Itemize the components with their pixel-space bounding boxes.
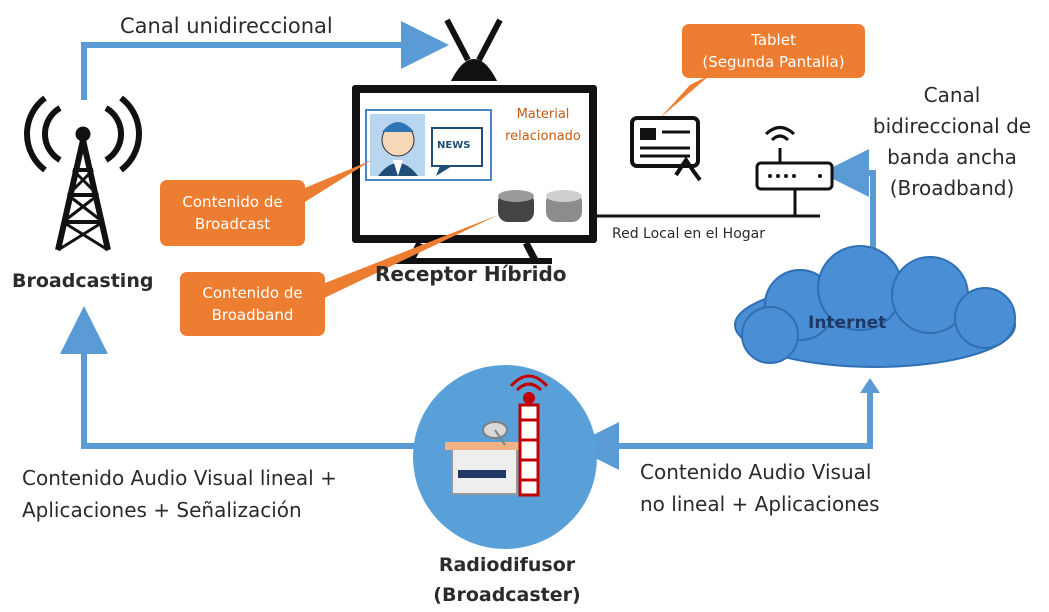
- tv-antenna-icon: [444, 18, 503, 81]
- home-network-label: Red Local en el Hogar: [612, 226, 765, 242]
- cloud-icon: [734, 245, 1016, 368]
- news-label: NEWS: [437, 140, 471, 151]
- hybrid-receiver-label: Receptor Híbrido: [375, 262, 567, 286]
- one-way-arrow: [81, 21, 449, 100]
- broadband-bidirectional-arrow: [821, 149, 876, 270]
- two-way-channel-label: Canal bidireccional de banda ancha (Broa…: [872, 83, 1032, 200]
- tablet-callout: Tablet (Segunda Pantalla): [682, 24, 865, 78]
- home-network-line: [597, 190, 820, 218]
- router-icon: [755, 126, 834, 191]
- tablet-icon: [630, 116, 702, 182]
- linear-content-label: Contenido Audio Visual lineal + Aplicaci…: [22, 466, 337, 522]
- broadcasting-label: Broadcasting: [12, 270, 154, 292]
- one-way-channel-label: Canal unidireccional: [120, 14, 333, 38]
- nonlinear-content-label: Contenido Audio Visual no lineal + Aplic…: [640, 460, 880, 516]
- news-anchor-icon: [365, 109, 492, 181]
- internet-to-broadcaster-arrow: [571, 385, 873, 470]
- broadcast-content-callout: Contenido de Broadcast: [160, 180, 305, 246]
- broadcast-return-arrow: [60, 306, 415, 449]
- media-item-icons: [498, 190, 582, 222]
- antenna-tower-icon: [24, 95, 142, 252]
- broadcaster-station-icon: [413, 365, 597, 549]
- broadband-content-callout: Contenido de Broadband: [180, 272, 325, 336]
- related-material-label: Material relacionado: [505, 107, 581, 144]
- internet-label: Internet: [808, 313, 887, 333]
- broadcaster-label: Radiodifusor (Broadcaster): [433, 554, 581, 606]
